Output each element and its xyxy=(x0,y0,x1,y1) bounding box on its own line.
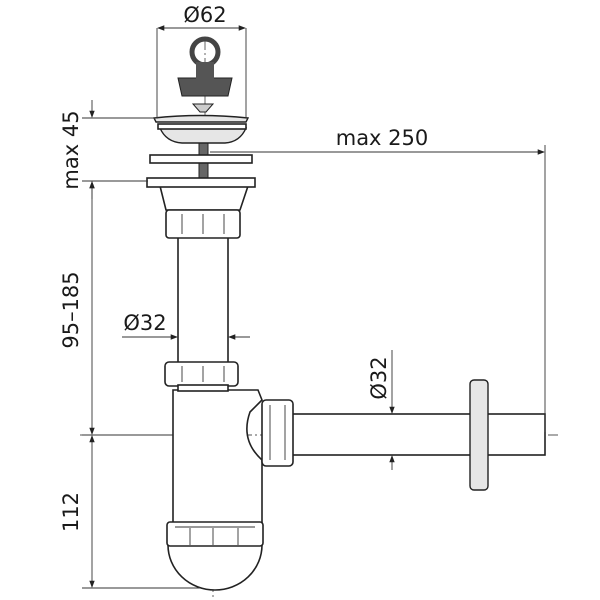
dim-max-length: max 250 xyxy=(336,126,429,150)
dim-strainer-diameter: Ø62 xyxy=(183,3,226,27)
dim-outlet-diameter: Ø32 xyxy=(367,356,391,399)
outlet-nut xyxy=(261,399,294,467)
upper-plate xyxy=(149,154,253,164)
dim-tail-pipe-diameter: Ø32 xyxy=(123,311,166,335)
dim-max-thickness: max 45 xyxy=(59,110,83,189)
dim-height-range: 95–185 xyxy=(59,271,83,348)
plug-stopper xyxy=(177,77,233,97)
trap-cup xyxy=(167,544,263,591)
outlet-pipe xyxy=(289,379,546,491)
tail-pipe xyxy=(158,185,250,392)
trap-body xyxy=(166,389,294,591)
dim-trap-depth: 112 xyxy=(59,492,83,532)
middle-nut xyxy=(164,361,239,387)
wall-flange xyxy=(469,379,489,491)
bottom-nut xyxy=(166,521,264,547)
strainer-plug xyxy=(146,36,256,188)
lower-plate xyxy=(146,177,256,188)
